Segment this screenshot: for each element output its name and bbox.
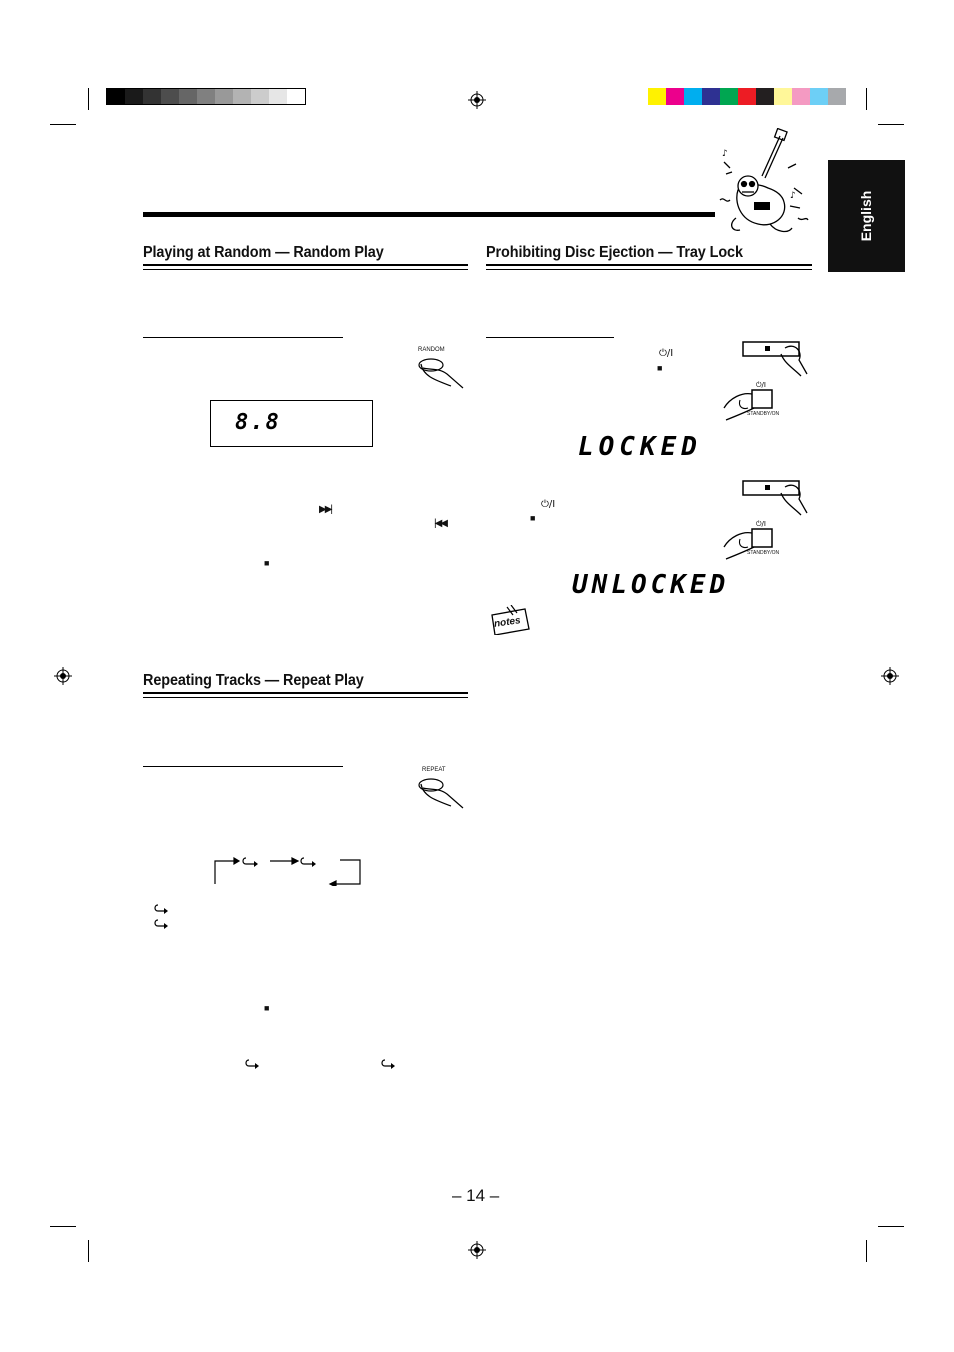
color-calibration-bar bbox=[648, 88, 848, 105]
crop-mark bbox=[878, 1226, 904, 1227]
standby-on-label: STANDBY/ON bbox=[747, 411, 780, 417]
locked-display: LOCKED bbox=[578, 432, 702, 462]
crop-mark bbox=[88, 88, 89, 110]
section-rule bbox=[143, 269, 468, 270]
svg-text:♪: ♪ bbox=[790, 191, 796, 201]
color-swatch bbox=[828, 88, 846, 105]
crop-mark bbox=[88, 1240, 89, 1262]
color-swatch bbox=[792, 88, 810, 105]
crop-mark bbox=[866, 1240, 867, 1262]
section-rule bbox=[486, 269, 812, 270]
crop-mark bbox=[50, 1226, 76, 1227]
random-display-digits: 8.8 bbox=[235, 410, 281, 435]
section-rule bbox=[143, 697, 468, 698]
page-number: – 14 – bbox=[452, 1186, 500, 1205]
repeat-icon bbox=[154, 904, 168, 914]
grayscale-calibration-bar bbox=[106, 88, 306, 105]
crop-mark bbox=[866, 88, 867, 110]
repeat-play-heading: Repeating Tracks — Repeat Play bbox=[143, 672, 364, 689]
repeat-button-label: REPEAT bbox=[422, 767, 446, 773]
section-rule bbox=[143, 692, 468, 694]
skip-forward-icon: ▶▶| bbox=[319, 504, 333, 515]
color-swatch bbox=[774, 88, 792, 105]
repeat-button-press-icon[interactable] bbox=[417, 774, 467, 810]
notes-icon: notes bbox=[489, 605, 531, 635]
language-tab: English bbox=[828, 160, 905, 272]
registration-mark-icon bbox=[881, 667, 899, 685]
color-swatch bbox=[810, 88, 828, 105]
grayscale-swatch bbox=[107, 89, 125, 104]
svg-text:⏻/I: ⏻/I bbox=[756, 381, 766, 389]
repeat-icon bbox=[154, 919, 168, 929]
color-swatch bbox=[666, 88, 684, 105]
grayscale-swatch bbox=[179, 89, 197, 104]
standby-button-press-icon[interactable]: ⏻/I bbox=[722, 378, 782, 422]
standby-on-label: STANDBY/ON bbox=[747, 550, 780, 556]
language-tab-label: English bbox=[858, 190, 874, 242]
registration-mark-icon bbox=[54, 667, 72, 685]
subsection-rule bbox=[143, 337, 343, 338]
section-rule bbox=[143, 264, 468, 266]
section-rule bbox=[486, 264, 812, 266]
grayscale-swatch bbox=[287, 89, 305, 104]
repeat-mode-cycle-diagram bbox=[214, 856, 361, 886]
random-button-label: RANDOM bbox=[418, 347, 445, 353]
repeat-icon bbox=[245, 1059, 259, 1069]
stop-icon: ■ bbox=[530, 513, 536, 523]
grayscale-swatch bbox=[143, 89, 161, 104]
subsection-rule bbox=[486, 337, 614, 338]
color-swatch bbox=[648, 88, 666, 105]
repeat-icon bbox=[381, 1059, 395, 1069]
standby-symbol: ⏻/I bbox=[659, 348, 674, 359]
subsection-rule bbox=[143, 766, 343, 767]
grayscale-swatch bbox=[251, 89, 269, 104]
guitar-skeleton-illustration: ♪ ♪ bbox=[719, 128, 809, 233]
crop-mark bbox=[50, 124, 76, 125]
stop-icon: ■ bbox=[657, 363, 663, 373]
grayscale-swatch bbox=[125, 89, 143, 104]
stop-button-press-icon[interactable] bbox=[741, 338, 811, 378]
stop-icon: ■ bbox=[264, 558, 270, 568]
grayscale-swatch bbox=[161, 89, 179, 104]
color-swatch bbox=[702, 88, 720, 105]
top-rule bbox=[143, 212, 715, 217]
color-swatch bbox=[756, 88, 774, 105]
skip-back-icon: |◀◀ bbox=[434, 518, 448, 529]
svg-text:♪: ♪ bbox=[722, 149, 728, 159]
stop-button-press-icon[interactable] bbox=[741, 477, 811, 517]
random-lcd-display: 8.8 bbox=[210, 400, 373, 447]
svg-text:⏻/I: ⏻/I bbox=[756, 520, 766, 528]
standby-button-press-icon[interactable]: ⏻/I bbox=[722, 517, 782, 561]
tray-lock-heading: Prohibiting Disc Ejection — Tray Lock bbox=[486, 244, 743, 261]
grayscale-swatch bbox=[233, 89, 251, 104]
standby-symbol: ⏻/I bbox=[541, 499, 556, 510]
random-play-heading: Playing at Random — Random Play bbox=[143, 244, 384, 261]
color-swatch bbox=[684, 88, 702, 105]
registration-mark-icon bbox=[468, 1241, 486, 1259]
color-swatch bbox=[720, 88, 738, 105]
registration-mark-icon bbox=[468, 91, 486, 109]
unlocked-display: UNLOCKED bbox=[572, 570, 730, 600]
grayscale-swatch bbox=[215, 89, 233, 104]
grayscale-swatch bbox=[269, 89, 287, 104]
crop-mark bbox=[878, 124, 904, 125]
color-swatch bbox=[738, 88, 756, 105]
stop-icon: ■ bbox=[264, 1003, 270, 1013]
grayscale-swatch bbox=[197, 89, 215, 104]
random-button-press-icon[interactable] bbox=[417, 354, 467, 390]
